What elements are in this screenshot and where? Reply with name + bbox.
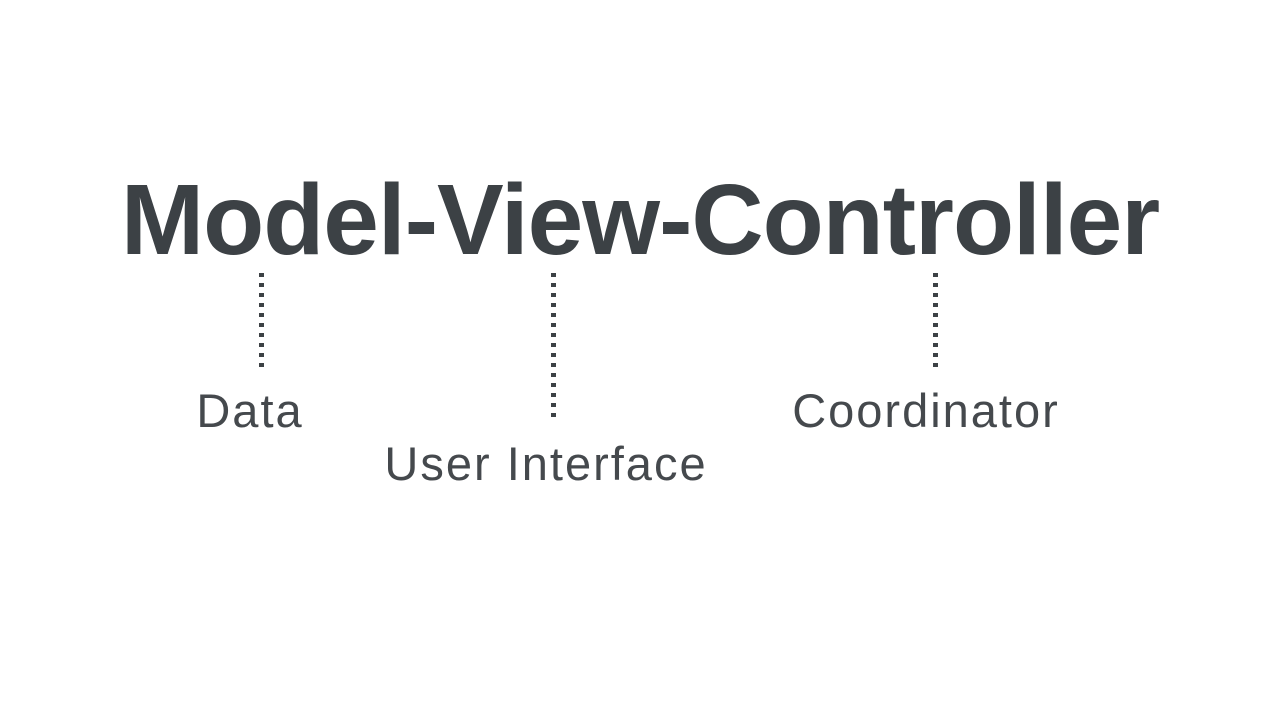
annotation-label-coordinator: Coordinator xyxy=(792,384,1060,437)
annotation-label-user-interface: User Interface xyxy=(384,437,708,490)
controller-dotted-connector-line xyxy=(933,273,938,369)
model-dotted-connector-line xyxy=(259,273,264,369)
slide-title: Model-View-Controller xyxy=(120,164,1160,276)
view-dotted-connector-line xyxy=(551,273,556,419)
annotation-label-data: Data xyxy=(196,384,304,437)
